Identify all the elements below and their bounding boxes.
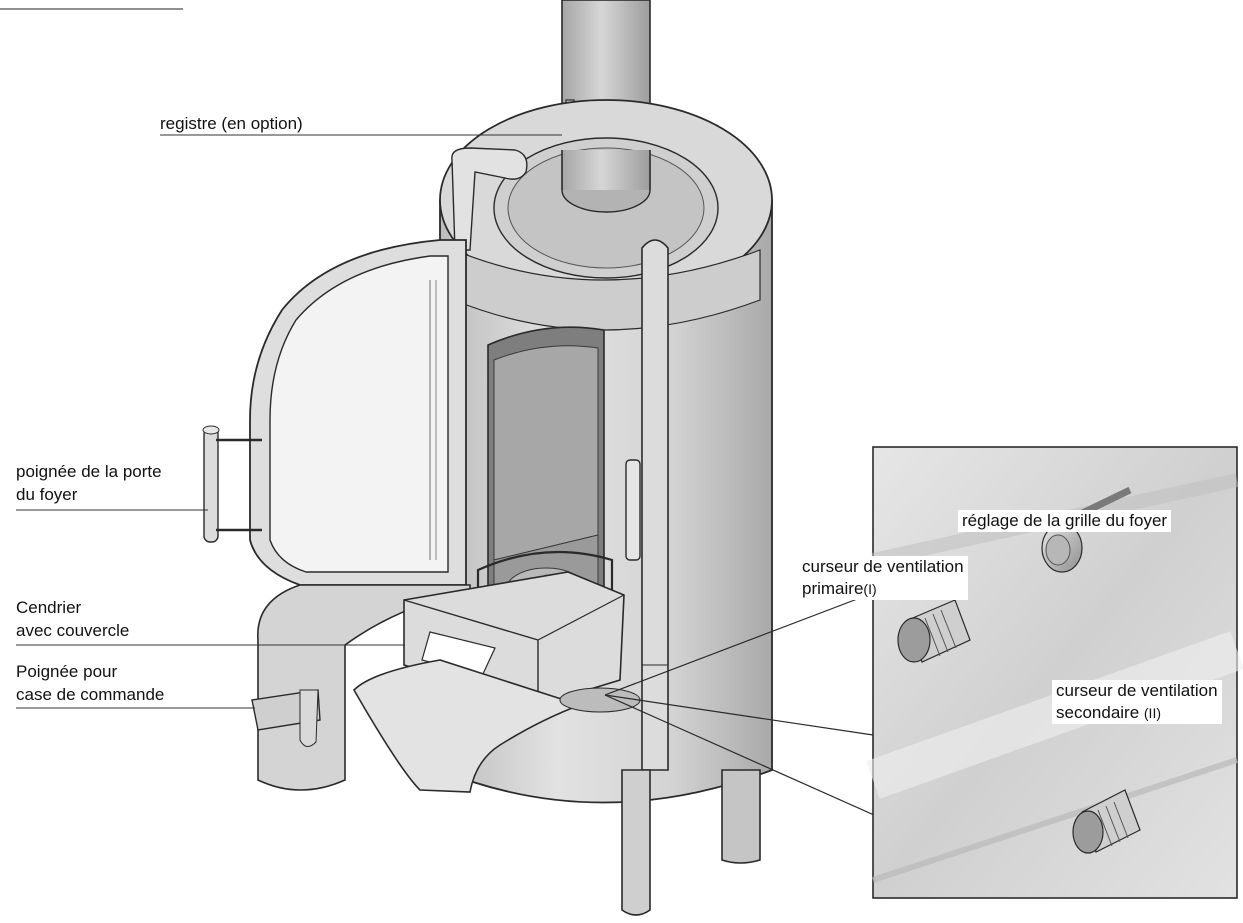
lid-handle: [451, 147, 528, 251]
label-primary-air: curseur de ventilation primaire(I): [798, 556, 968, 600]
stove-leg: [621, 769, 651, 916]
body-trim: [641, 239, 669, 771]
label-control-handle: Poignée pour case de commande: [16, 662, 165, 704]
label-secondary-air: curseur de ventilation secondaire (II): [1052, 680, 1222, 724]
label-ash-pan: Cendrier avec couvercle: [16, 598, 130, 640]
secondary-air-slider: [1072, 789, 1141, 854]
label-damper: registre (en option): [160, 114, 303, 133]
label-grate-adjust: réglage de la grille du foyer: [958, 510, 1172, 532]
door-handle-bar: [203, 427, 219, 543]
ash-pan-cover: [353, 659, 583, 793]
door-glass: [269, 255, 449, 573]
label-door-handle: poignée de la porte du foyer: [16, 462, 162, 504]
grate-knob: [1041, 486, 1132, 573]
primary-air-slider: [897, 599, 971, 663]
